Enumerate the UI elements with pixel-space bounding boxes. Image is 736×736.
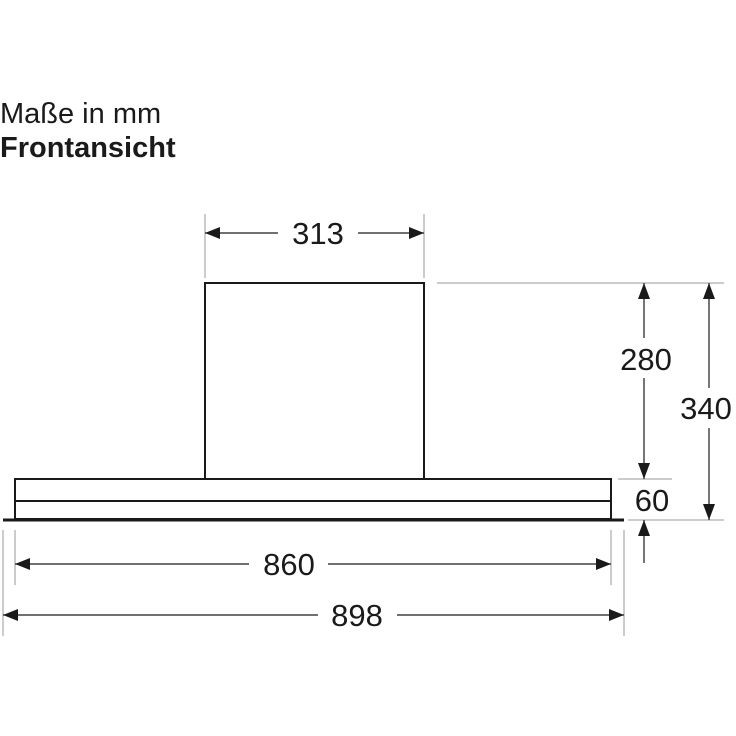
arrow-total-width-right (609, 609, 624, 621)
hood-body-upper (14, 478, 612, 502)
dim-label-total-width: 898 (331, 598, 383, 633)
arrow-total-height-bottom (703, 504, 715, 520)
arrow-chimney-height-top (638, 283, 650, 299)
arrow-total-height-top (703, 283, 715, 299)
dim-label-chimney-width: 313 (292, 216, 344, 251)
arrow-chimney-height-bottom (638, 463, 650, 479)
arrow-body-height-lower (638, 520, 650, 536)
chimney-outline (204, 282, 425, 480)
arrow-chimney-width-right (409, 227, 424, 239)
dim-label-chimney-height: 280 (620, 342, 672, 377)
arrow-chimney-width-left (205, 227, 220, 239)
arrow-total-width-left (3, 609, 18, 621)
dim-label-body-width: 860 (263, 547, 315, 582)
hood-body-lower (14, 500, 612, 520)
view-title: Frontansicht (0, 132, 176, 164)
dim-label-body-height: 60 (635, 483, 669, 518)
arrow-body-width-right (596, 558, 611, 570)
arrow-body-width-left (15, 558, 30, 570)
dim-label-total-height: 340 (680, 391, 732, 426)
units-label: Maße in mm (0, 98, 162, 130)
